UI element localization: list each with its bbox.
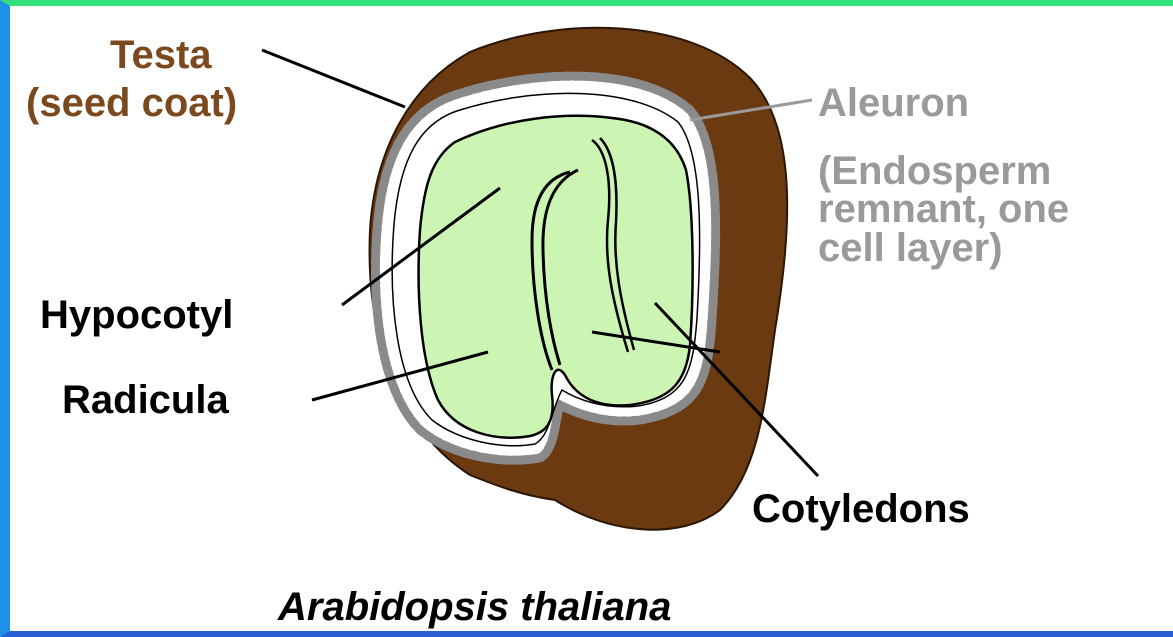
- cotyledons-label: Cotyledons: [752, 487, 970, 531]
- aleuron-label-line4: cell layer): [818, 226, 1003, 270]
- hypocotyl-label: Hypocotyl: [40, 293, 233, 337]
- testa-label-line1: Testa: [110, 33, 212, 77]
- radicula-label: Radicula: [62, 378, 229, 422]
- aleuron-label-line1: Aleuron: [818, 81, 969, 125]
- aleuron-label-line3: remnant, one: [818, 187, 1069, 231]
- testa-pointer: [262, 50, 405, 107]
- species-caption: Arabidopsis thaliana: [277, 585, 671, 629]
- testa-label-line2: (seed coat): [26, 81, 237, 125]
